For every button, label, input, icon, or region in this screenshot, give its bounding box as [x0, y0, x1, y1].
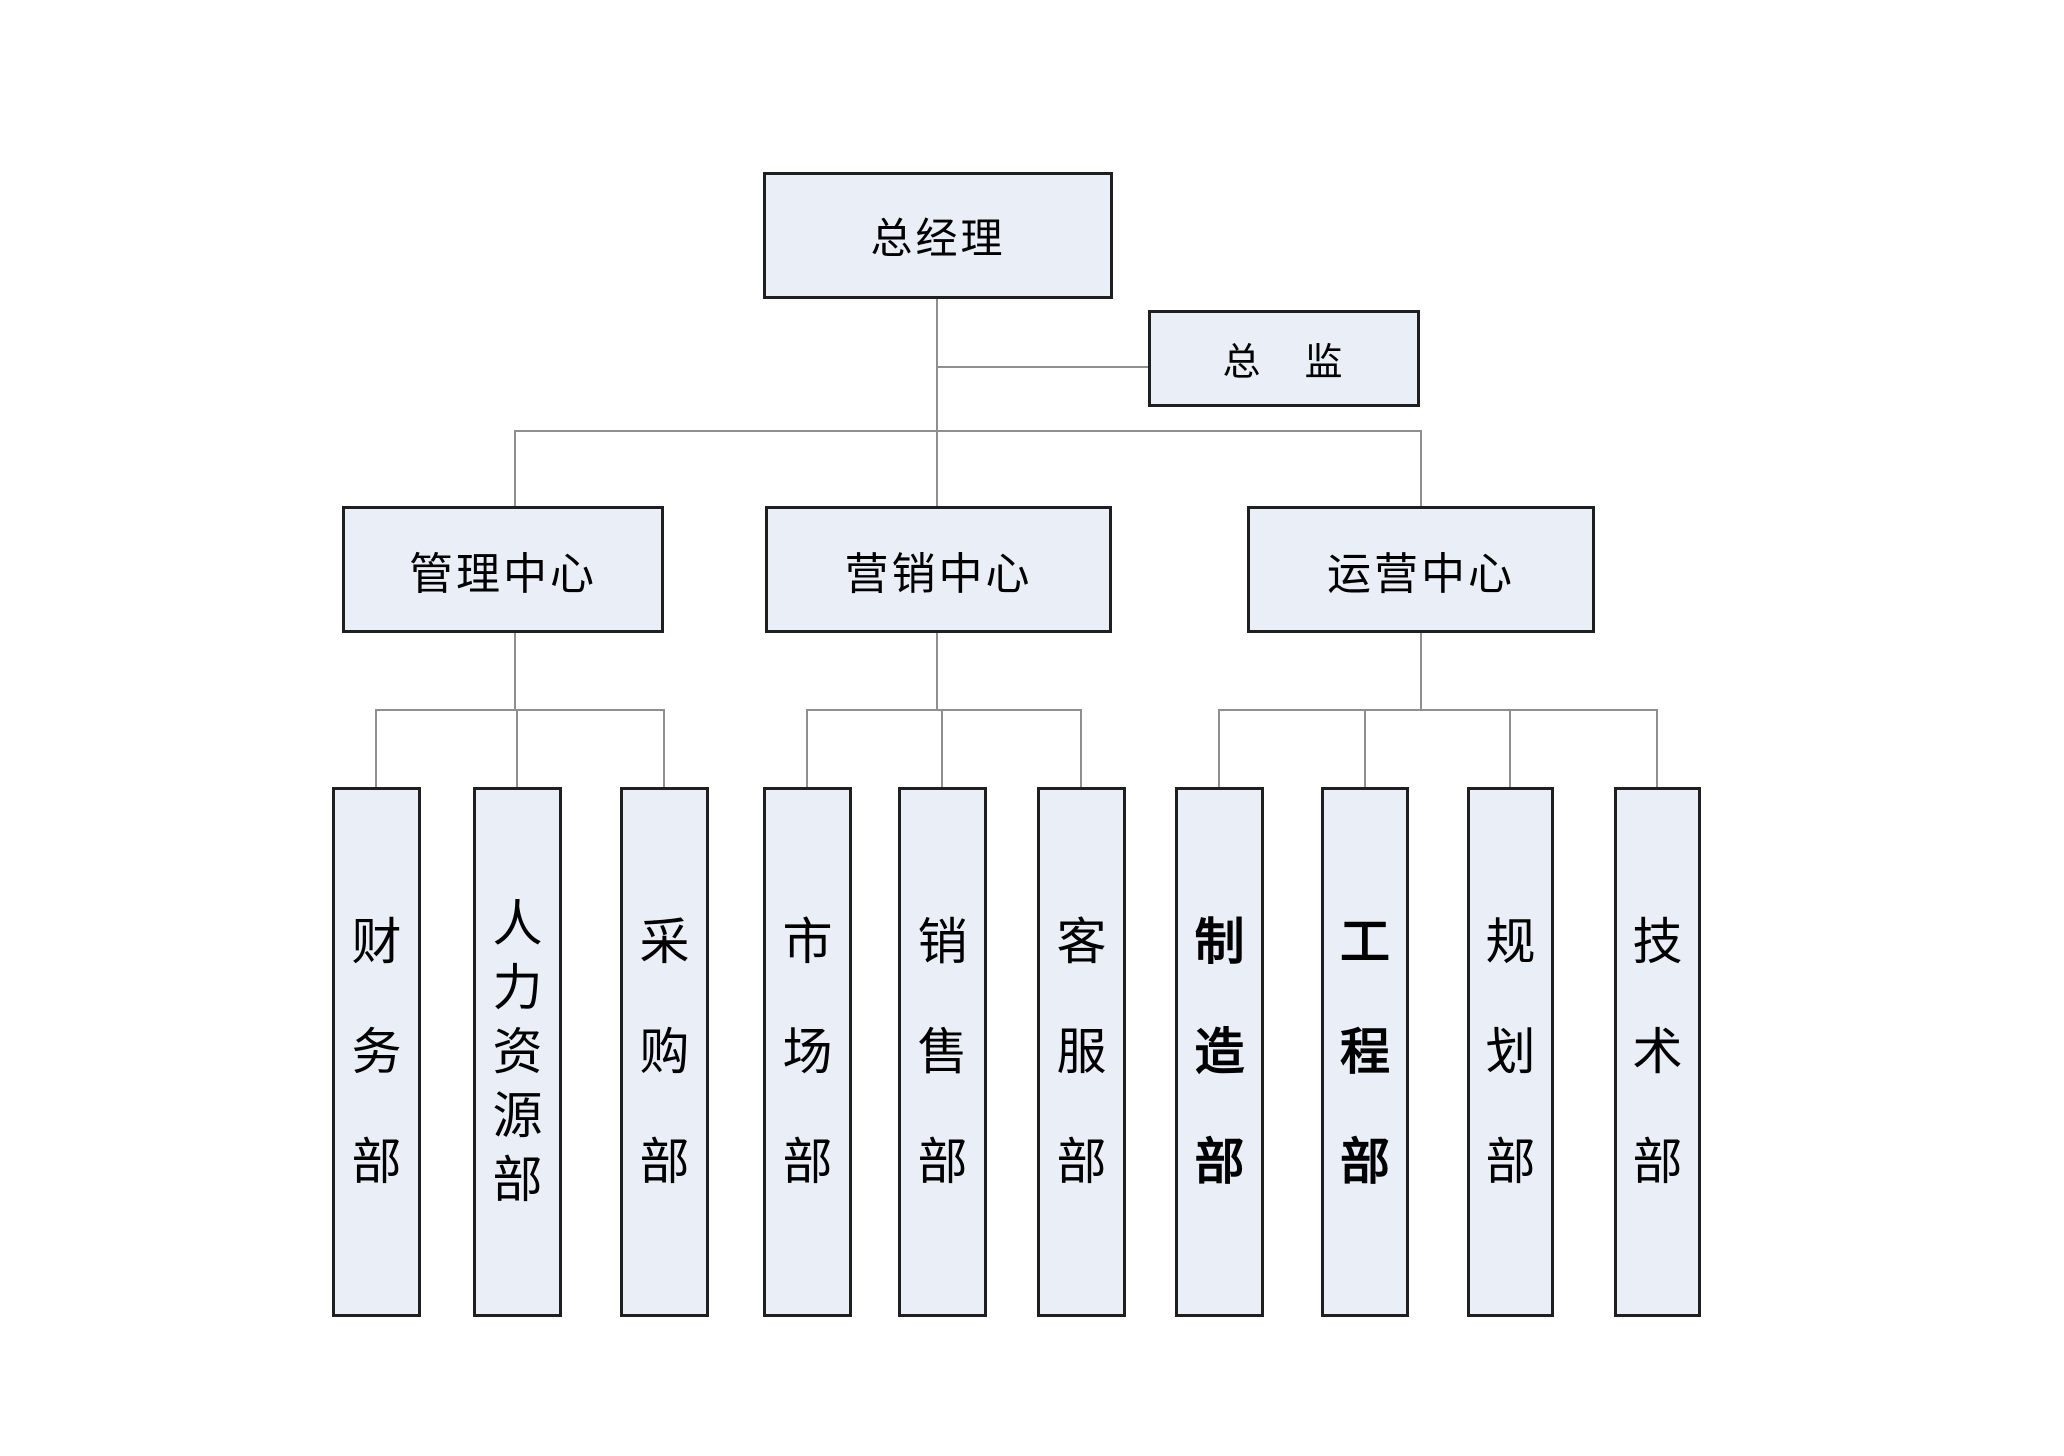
dept-procurement-label: 采购部 — [639, 913, 690, 1190]
connector-dept-drop-hr — [516, 709, 518, 787]
connector-marketing-stem — [936, 633, 938, 711]
node-dept-procurement: 采购部 — [620, 787, 709, 1317]
node-center-operations: 运营中心 — [1247, 506, 1595, 633]
node-dept-planning: 规划部 — [1467, 787, 1554, 1317]
node-dept-finance: 财务部 — [332, 787, 421, 1317]
center-marketing-label: 营销中心 — [844, 549, 1033, 599]
node-dept-customer-service: 客服部 — [1037, 787, 1126, 1317]
node-dept-sales: 销售部 — [898, 787, 987, 1317]
dept-engineering-label: 工程部 — [1340, 913, 1390, 1190]
dept-technology-label: 技术部 — [1632, 913, 1683, 1190]
node-dept-technology: 技术部 — [1614, 787, 1701, 1317]
dept-sales-label: 销售部 — [917, 913, 968, 1190]
dept-customer-service-label: 客服部 — [1056, 913, 1107, 1190]
connector-dept-drop-engineering — [1364, 709, 1366, 787]
dept-finance-label: 财务部 — [351, 913, 402, 1190]
connector-marketing-branch-rail — [807, 709, 1081, 711]
connector-root-stem — [936, 299, 938, 506]
node-center-management: 管理中心 — [342, 506, 664, 633]
general-manager-label: 总经理 — [870, 217, 1006, 263]
node-dept-market: 市场部 — [763, 787, 852, 1317]
connector-dept-drop-manufacturing — [1218, 709, 1220, 787]
dept-planning-label: 规划部 — [1485, 913, 1536, 1190]
connector-dept-drop-sales — [941, 709, 943, 787]
connector-operations-branch-rail — [1219, 709, 1657, 711]
node-director: 总 监 — [1148, 310, 1420, 407]
connector-dept-drop-market — [806, 709, 808, 787]
director-label: 总 监 — [1222, 342, 1346, 384]
connector-operations-drop — [1420, 430, 1422, 506]
dept-hr-label: 人力资源部 — [492, 895, 543, 1208]
dept-manufacturing-label: 制造部 — [1194, 913, 1245, 1190]
dept-market-label: 市场部 — [782, 913, 833, 1190]
connector-management-drop — [514, 430, 516, 506]
node-general-manager: 总经理 — [763, 172, 1113, 299]
connector-management-branch-rail — [376, 709, 664, 711]
connector-dept-drop-planning — [1509, 709, 1511, 787]
connector-main-rail — [515, 430, 1422, 432]
connector-management-stem — [514, 633, 516, 711]
connector-dept-drop-technology — [1656, 709, 1658, 787]
center-management-label: 管理中心 — [409, 549, 597, 599]
connector-dept-drop-customer-service — [1080, 709, 1082, 787]
connector-director-spur — [937, 366, 1148, 368]
connector-dept-drop-procurement — [663, 709, 665, 787]
node-dept-manufacturing: 制造部 — [1175, 787, 1264, 1317]
node-center-marketing: 营销中心 — [765, 506, 1112, 633]
node-dept-engineering: 工程部 — [1321, 787, 1409, 1317]
connector-operations-stem — [1420, 633, 1422, 711]
center-operations-label: 运营中心 — [1327, 549, 1515, 599]
node-dept-hr: 人力资源部 — [473, 787, 562, 1317]
connector-dept-drop-finance — [375, 709, 377, 787]
